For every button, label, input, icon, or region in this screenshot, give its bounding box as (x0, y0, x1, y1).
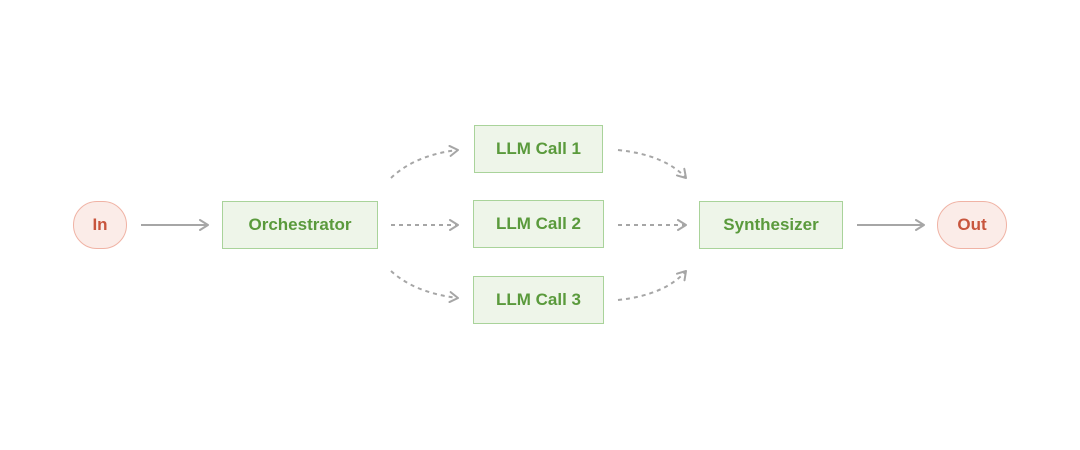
output-node-label: Out (957, 215, 987, 234)
llm-call-2-node-label: LLM Call 2 (495, 214, 581, 233)
llm-call-2-node: LLM Call 2 (473, 200, 604, 248)
orchestrator-node-label: Orchestrator (248, 215, 352, 234)
input-node-label: In (92, 215, 108, 234)
edge-llm-call-3-to-synthesizer (617, 270, 687, 301)
output-node: Out (937, 201, 1007, 249)
edge-llm-call-1-to-synthesizer (617, 149, 687, 179)
llm-call-3-node: LLM Call 3 (473, 276, 604, 324)
llm-call-3-node-label: LLM Call 3 (495, 290, 581, 309)
synthesizer-node: Synthesizer (699, 201, 843, 249)
llm-call-1-node-label: LLM Call 1 (495, 139, 581, 158)
input-node: In (73, 201, 127, 249)
edge-orchestrator-to-llm-call-3 (390, 270, 459, 304)
llm-call-1-node: LLM Call 1 (474, 125, 603, 173)
edge-orchestrator-to-llm-call-1 (390, 144, 459, 179)
synthesizer-node-label: Synthesizer (723, 215, 819, 234)
orchestrator-node: Orchestrator (222, 201, 378, 249)
